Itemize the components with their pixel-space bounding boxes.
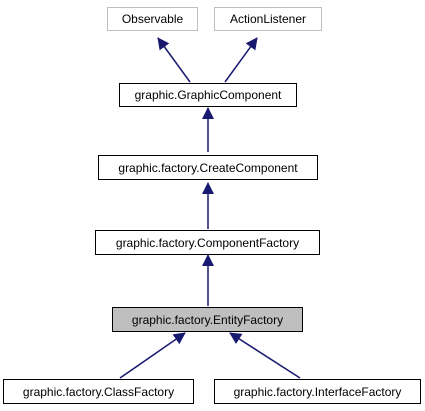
node-class-factory-label: graphic.factory.ClassFactory	[22, 384, 175, 399]
node-observable-label: Observable	[121, 12, 184, 26]
node-entity-factory[interactable]: graphic.factory.EntityFactory	[112, 307, 303, 332]
node-component-factory-label: graphic.factory.ComponentFactory	[115, 235, 300, 250]
node-observable[interactable]: Observable	[107, 7, 198, 31]
edge-graphic-component-to-action-listener	[224, 37, 258, 83]
edge-graphic-component-to-observable	[157, 37, 191, 83]
edge-class-factory-to-entity-factory	[119, 332, 186, 379]
node-graphic-component-label: graphic.GraphicComponent	[134, 88, 282, 102]
node-class-factory[interactable]: graphic.factory.ClassFactory	[3, 379, 194, 404]
node-interface-factory-label: graphic.factory.InterfaceFactory	[233, 384, 402, 399]
node-graphic-component[interactable]: graphic.GraphicComponent	[119, 83, 297, 107]
node-create-component[interactable]: graphic.factory.CreateComponent	[98, 155, 318, 180]
edge-interface-factory-to-entity-factory	[229, 332, 301, 379]
node-action-listener[interactable]: ActionListener	[214, 7, 322, 31]
node-action-listener-label: ActionListener	[229, 12, 307, 26]
node-entity-factory-label: graphic.factory.EntityFactory	[131, 312, 284, 327]
node-component-factory[interactable]: graphic.factory.ComponentFactory	[95, 230, 320, 255]
node-create-component-label: graphic.factory.CreateComponent	[118, 160, 298, 175]
node-interface-factory[interactable]: graphic.factory.InterfaceFactory	[214, 379, 421, 404]
